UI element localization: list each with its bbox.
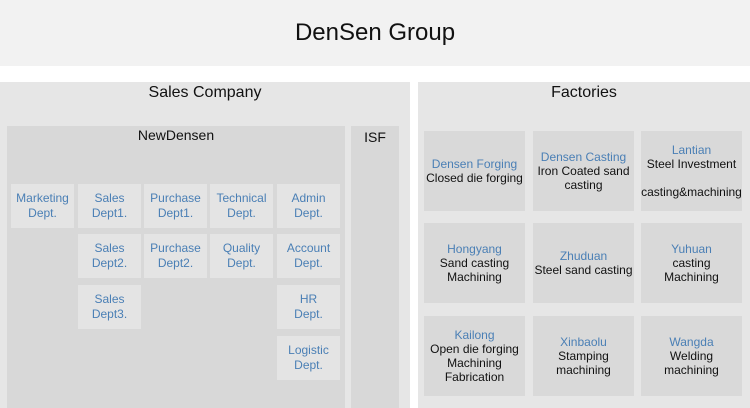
factory-kailong: Kailong Open die forging Machining Fabri…	[424, 316, 525, 396]
isf-box: ISF	[351, 126, 399, 408]
factory-xinbaolu: Xinbaolu Stamping machining	[533, 316, 634, 396]
factory-wangda: Wangda Welding machining	[641, 316, 742, 396]
newdensen-title: NewDensen	[137, 127, 215, 143]
factories-title: Factories	[551, 84, 617, 101]
factory-hongyang: Hongyang Sand casting Machining	[424, 223, 525, 303]
factory-zhuduan: Zhuduan Steel sand casting	[533, 223, 634, 303]
factory-densen-casting: Densen Casting Iron Coated sand casting	[533, 131, 634, 211]
isf-title: ISF	[364, 129, 386, 145]
sales-company-title: Sales Company	[148, 84, 262, 101]
factory-lantian: Lantian Steel Investment casting&machini…	[641, 131, 742, 211]
factory-yuhuan: Yuhuan casting Machining	[641, 223, 742, 303]
page-header: DenSen Group	[0, 0, 750, 66]
factory-densen-forging: Densen Forging Closed die forging	[424, 131, 525, 211]
page-title: DenSen Group	[294, 19, 456, 46]
